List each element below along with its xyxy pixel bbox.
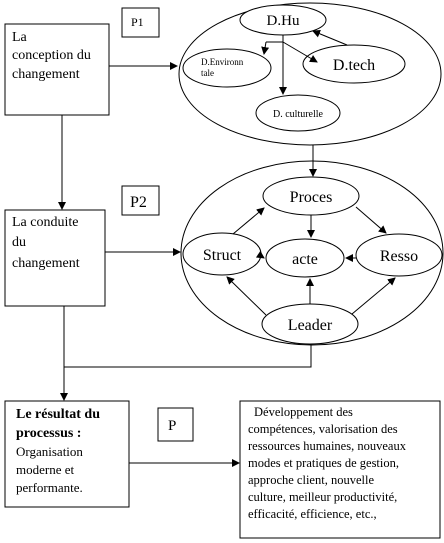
arrow-proces-to-resso [355,206,387,234]
svg-text:Le résultat du processus: Le résultat du processus : [16,407,104,441]
node-acte-label: acte [292,251,318,268]
outcomes-box: Développement des compétences, valorisat… [239,400,441,539]
node-d-culturelle: D. culturelle [255,94,341,132]
p2-cluster: Proces Struct acte Resso Leader [180,160,444,346]
arrow-hu-to-tech [282,41,318,63]
resultat-bold-line-2: processus : [16,426,81,441]
resultat-line-5: performante. [16,480,83,495]
outcomes-line-1: Développement des [254,405,353,419]
svg-text:D.Environn tale: D.Environn tale [201,57,246,78]
conduite-line-2: du [12,235,26,250]
arrow-tech-to-hu [312,29,348,46]
connector-p2-to-result [63,306,312,368]
phase-p2-label: P2 [130,194,147,211]
conception-line-3: changement [12,67,80,82]
arrow-leader-to-struct [226,276,267,316]
svg-text:La conduite du cha: La conduite du changement [12,215,82,271]
arrow-struct-to-proces [232,207,265,235]
outcomes-line-7: efficacité, efficience, etc., [248,507,377,521]
p1-cluster: D.Hu D.Environn tale D.tech D. culturell… [178,2,442,146]
node-proces-label: Proces [290,189,333,206]
node-proces: Proces [262,176,360,216]
conduite-line-1: La conduite [12,215,78,230]
arrow-into-env [261,41,270,55]
outcomes-line-2: compétences, valorisation des [248,422,398,436]
node-struct: Struct [182,232,262,276]
node-d-hu: D.Hu [239,4,327,36]
node-d-environnementale: D.Environn tale [182,48,272,88]
node-resso-label: Resso [380,248,418,265]
node-d-hu-label: D.Hu [267,13,300,29]
outcomes-line-5: approche client, nouvelle [248,473,374,487]
node-resso: Resso [355,233,443,277]
resultat-bold-line-1: Le résultat du [16,407,100,422]
phase-p1-label: P1 [131,15,144,29]
arrow-struct-to-acte [255,250,265,259]
conception-line-1: La [12,30,28,45]
node-d-env-line-1: D.Environn [201,57,244,67]
node-acte: acte [265,238,345,278]
resultat-line-4: moderne et [16,462,75,477]
svg-text:La conception du c: La conception du changement [12,30,94,82]
phase-p-box: P [157,407,194,442]
node-struct-label: Struct [203,247,242,264]
phase-p2-box: P2 [121,185,160,216]
arrow-leader-to-resso [351,277,396,315]
conduite-box: La conduite du changement [4,209,106,307]
outcomes-line-3: ressources humaines, nouveaux [248,439,407,453]
phase-p-label: P [168,418,176,434]
outcomes-line-6: culture, meilleur productivité, [248,490,397,504]
phase-p1-box: P1 [121,7,160,38]
conception-line-2: conception du [12,48,91,63]
resultat-box: Le résultat du processus : Organisation … [4,400,130,508]
conduite-line-3: changement [12,256,80,271]
node-d-tech-label: D.tech [333,57,375,74]
node-d-tech: D.tech [302,44,406,84]
node-d-culturelle-label: D. culturelle [273,109,324,120]
resultat-line-3: Organisation [16,444,83,459]
node-leader-label: Leader [288,317,333,334]
svg-text:Développement des compét: Développement des compétences, valorisat… [248,405,409,521]
outcomes-line-4: modes et pratiques de gestion, [248,456,399,470]
conception-box: La conception du changement [4,23,110,116]
node-d-env-line-2: tale [201,68,214,78]
node-leader: Leader [261,303,359,345]
svg-text:Organisation moderne et: Organisation moderne et performante. [16,444,86,495]
